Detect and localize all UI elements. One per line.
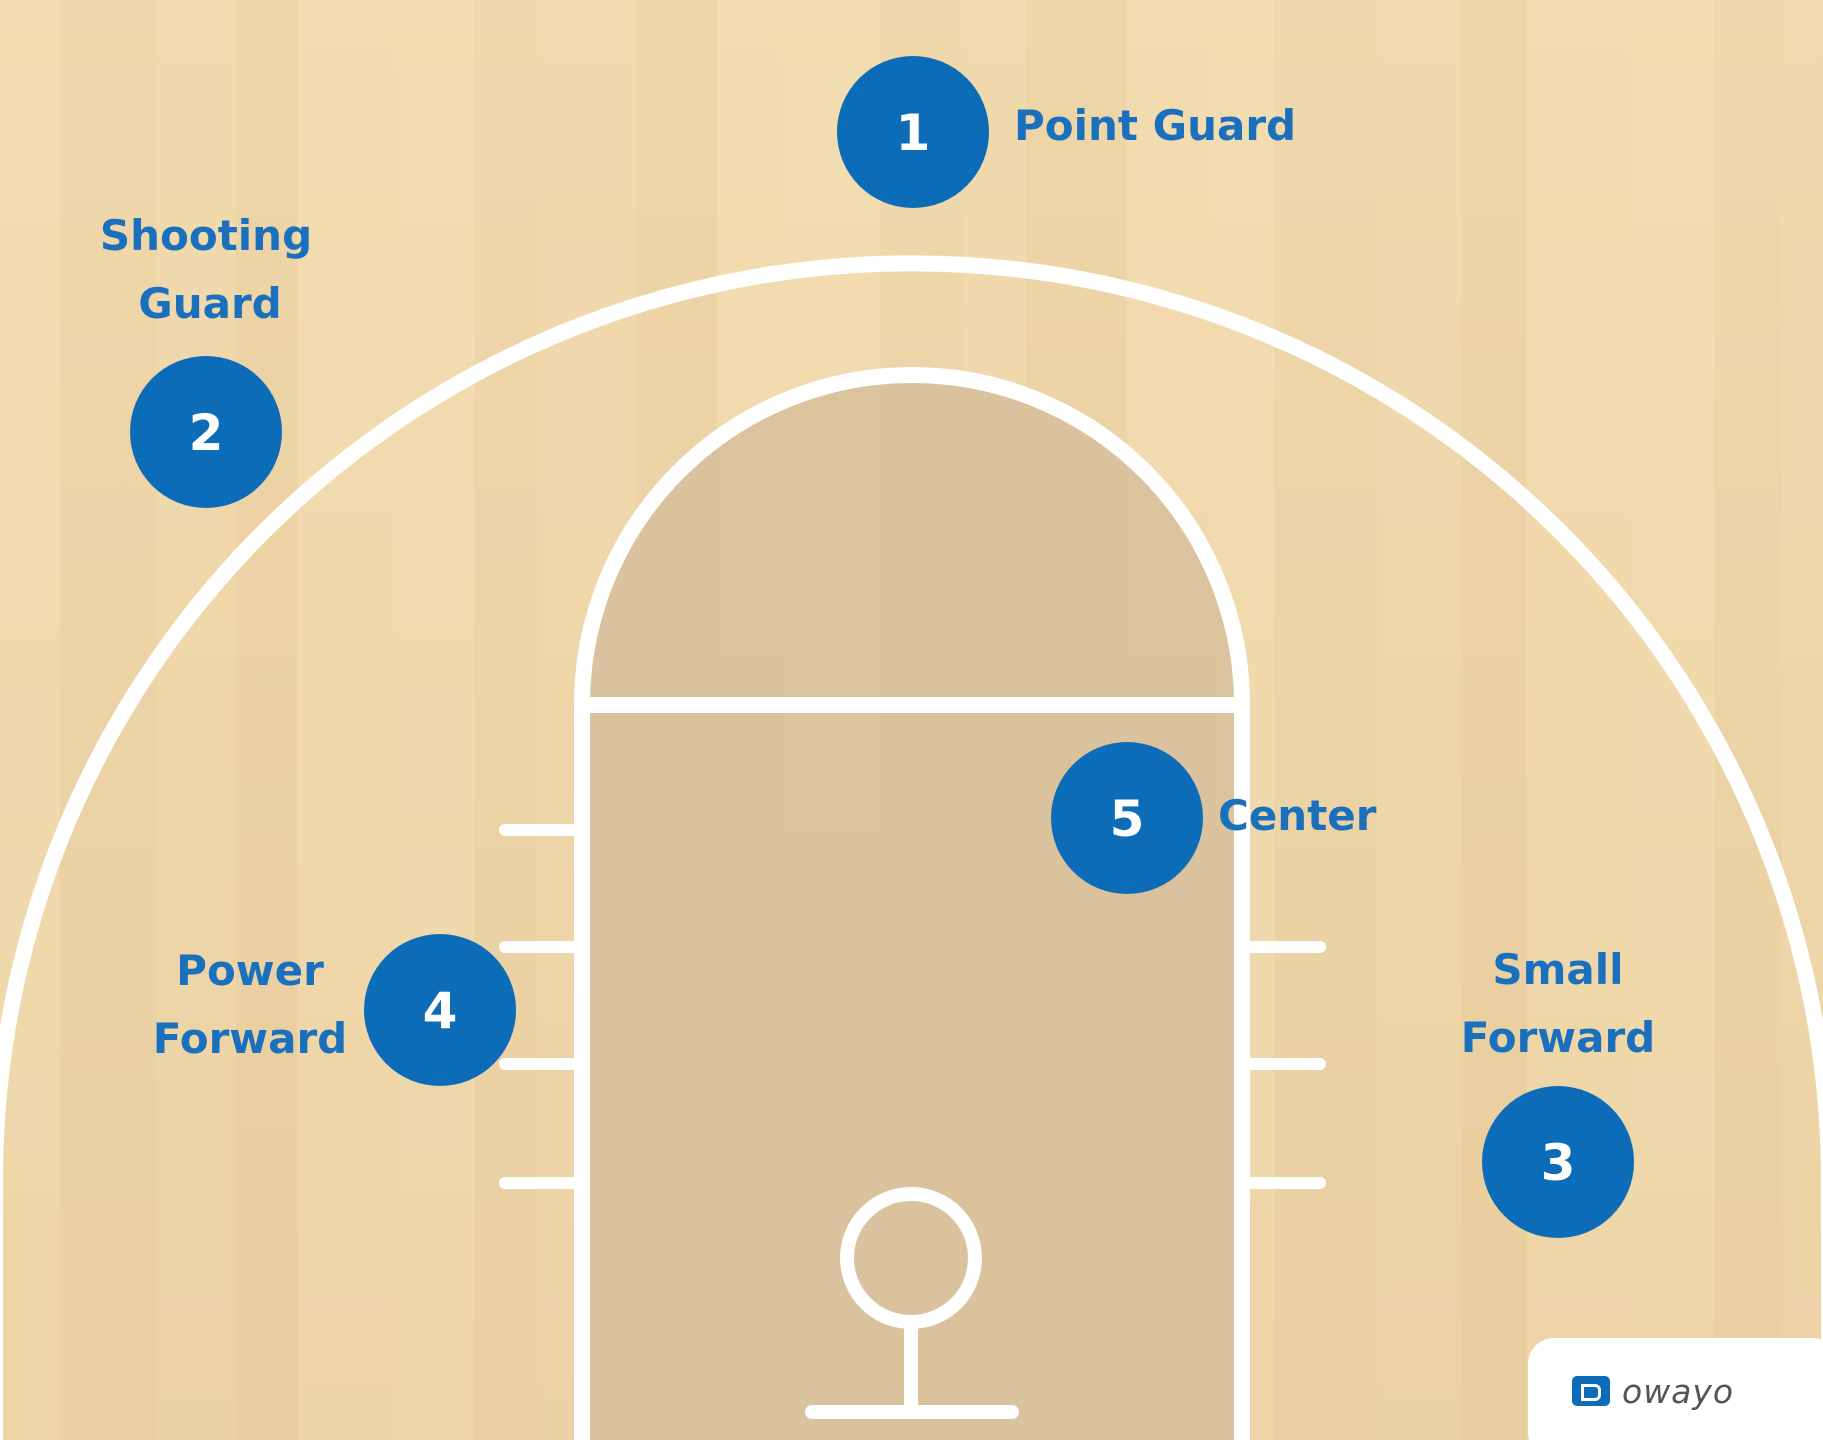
player-number-5: 5 bbox=[1110, 790, 1145, 848]
floor-plank bbox=[395, 0, 475, 1440]
owayo-logo: owayo bbox=[1528, 1338, 1823, 1440]
floor-plank bbox=[236, 0, 297, 1440]
floor-plank bbox=[0, 0, 60, 1440]
owayo-logo-icon bbox=[1572, 1376, 1610, 1406]
player-label-2-line-2: Guard bbox=[138, 279, 282, 328]
player-number-4: 4 bbox=[423, 982, 458, 1040]
player-number-2: 2 bbox=[189, 404, 224, 462]
player-4-power-forward: Power Forward 4 bbox=[153, 934, 516, 1086]
floor-plank bbox=[475, 0, 537, 1440]
floor-plank bbox=[1715, 0, 1782, 1440]
player-label-4-line-2: Forward bbox=[153, 1014, 347, 1063]
player-marker-1 bbox=[837, 56, 989, 208]
player-label-5: Center bbox=[1218, 791, 1377, 840]
player-2-shooting-guard: Shooting Guard 2 bbox=[100, 211, 312, 508]
lane-hash-marks bbox=[499, 824, 1326, 1189]
floor-plank bbox=[1275, 0, 1377, 1440]
player-marker-5 bbox=[1051, 742, 1203, 894]
free-throw-lane bbox=[574, 697, 1250, 1440]
player-5-center: 5 Center bbox=[1051, 742, 1377, 894]
player-label-2-line-1: Shooting bbox=[100, 211, 312, 260]
floor-plank bbox=[1377, 0, 1461, 1440]
owayo-logo-text: owayo bbox=[1622, 1372, 1735, 1411]
player-label-1: Point Guard bbox=[1014, 101, 1296, 150]
floor-plank bbox=[157, 0, 236, 1440]
floor-plank bbox=[60, 0, 157, 1440]
player-marker-2 bbox=[130, 356, 282, 508]
floor-plank bbox=[1782, 0, 1823, 1440]
player-marker-3 bbox=[1482, 1086, 1634, 1238]
player-label-4-line-1: Power bbox=[176, 946, 324, 995]
player-number-3: 3 bbox=[1541, 1134, 1576, 1192]
player-1-point-guard: 1 Point Guard bbox=[837, 56, 1296, 208]
floor-plank bbox=[297, 0, 395, 1440]
player-3-small-forward: Small Forward 3 bbox=[1461, 945, 1655, 1238]
player-label-3-line-2: Forward bbox=[1461, 1013, 1655, 1062]
player-number-1: 1 bbox=[896, 104, 931, 162]
paint-area bbox=[582, 375, 1242, 1440]
free-throw-circle bbox=[574, 367, 1250, 706]
player-label-3-line-1: Small bbox=[1492, 945, 1623, 994]
player-marker-4 bbox=[364, 934, 516, 1086]
three-point-line bbox=[0, 255, 1823, 1440]
